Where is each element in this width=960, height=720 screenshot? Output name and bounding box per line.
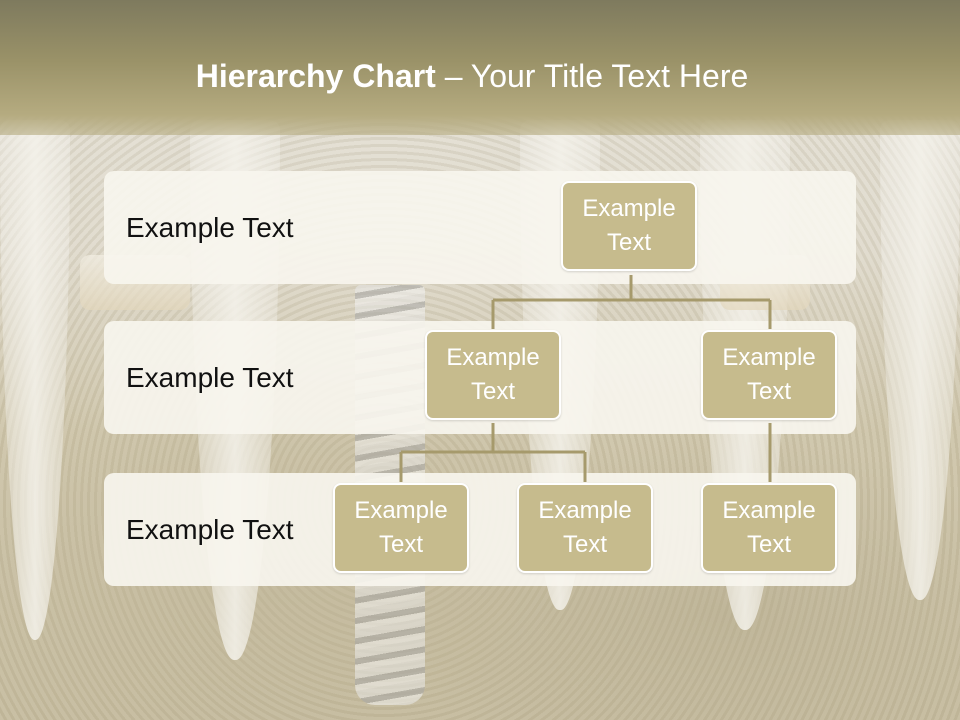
level-label-1: Example Text [126, 212, 294, 243]
node-level2-right[interactable]: Example Text [701, 330, 837, 420]
node-level3-c-label: Example Text [722, 497, 816, 558]
node-level3-c[interactable]: Example Text [701, 483, 837, 573]
node-level3-a[interactable]: Example Text [333, 483, 469, 573]
title-band [0, 0, 960, 135]
node-root[interactable]: Example Text [561, 181, 697, 271]
node-level2-left-label: Example Text [446, 344, 540, 405]
level-band-1: Example Text [104, 171, 856, 284]
level-label-3: Example Text [126, 514, 294, 545]
slide-title: Hierarchy Chart – Your Title Text Here [0, 54, 944, 98]
title-bold: Hierarchy Chart [195, 58, 436, 94]
title-rest: – Your Title Text Here [435, 58, 749, 94]
node-root-label: Example Text [582, 195, 676, 256]
node-level2-left[interactable]: Example Text [425, 330, 561, 420]
node-level3-a-label: Example Text [354, 497, 448, 558]
node-level3-b[interactable]: Example Text [517, 483, 653, 573]
node-level3-b-label: Example Text [538, 497, 632, 558]
node-level2-right-label: Example Text [722, 344, 816, 405]
level-label-2: Example Text [126, 362, 294, 393]
